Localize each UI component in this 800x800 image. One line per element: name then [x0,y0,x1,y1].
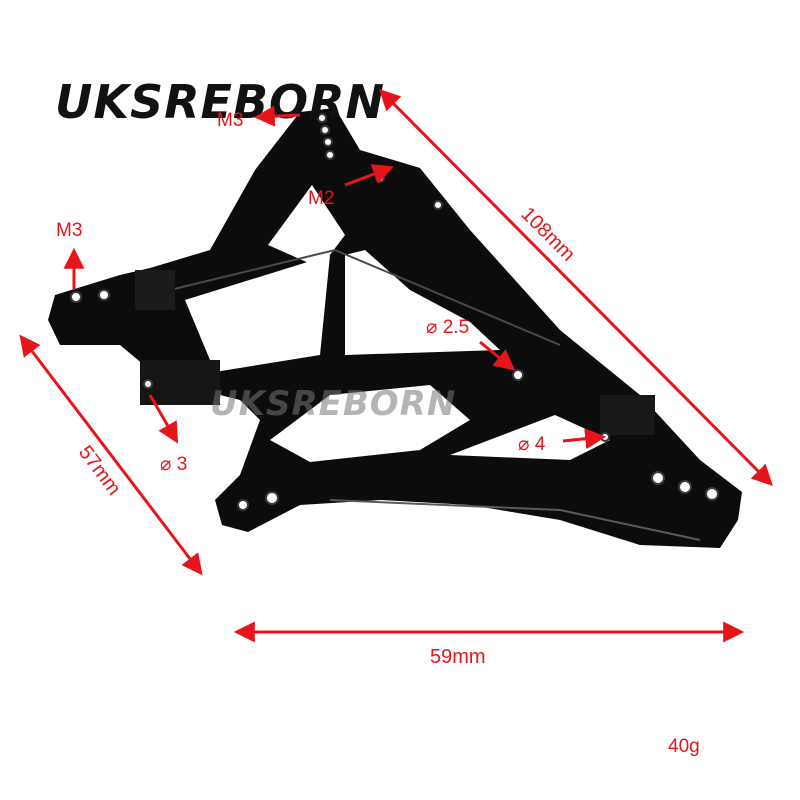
arrow-m3-top [253,105,301,127]
dimension-lines [19,89,773,643]
dim-line-diagonal [379,89,773,486]
label-d25: ⌀ 2.5 [426,317,469,338]
brand-watermark: UKSREBORN [210,384,456,424]
cutout-upper [268,185,345,268]
brand-logo: UKSREBORN [55,75,385,129]
shock-tower-part [48,108,742,548]
weight-label: 40g [668,736,700,757]
dim-line-left [19,334,203,576]
dim-label-diagonal: 108mm [516,203,579,266]
dim-label-bottom: 59mm [430,646,486,668]
dim-label-left: 57mm [74,442,125,500]
frame-highlight [329,499,701,541]
mount-block-right [600,395,655,435]
label-d3: ⌀ 3 [160,454,187,475]
label-m3-top: M3 [217,110,243,131]
label-m3-left: M3 [56,220,82,241]
label-d4: ⌀ 4 [518,434,546,455]
mount-block-left [135,270,175,310]
label-m2: M2 [308,188,334,209]
cutout-middle [185,255,330,372]
